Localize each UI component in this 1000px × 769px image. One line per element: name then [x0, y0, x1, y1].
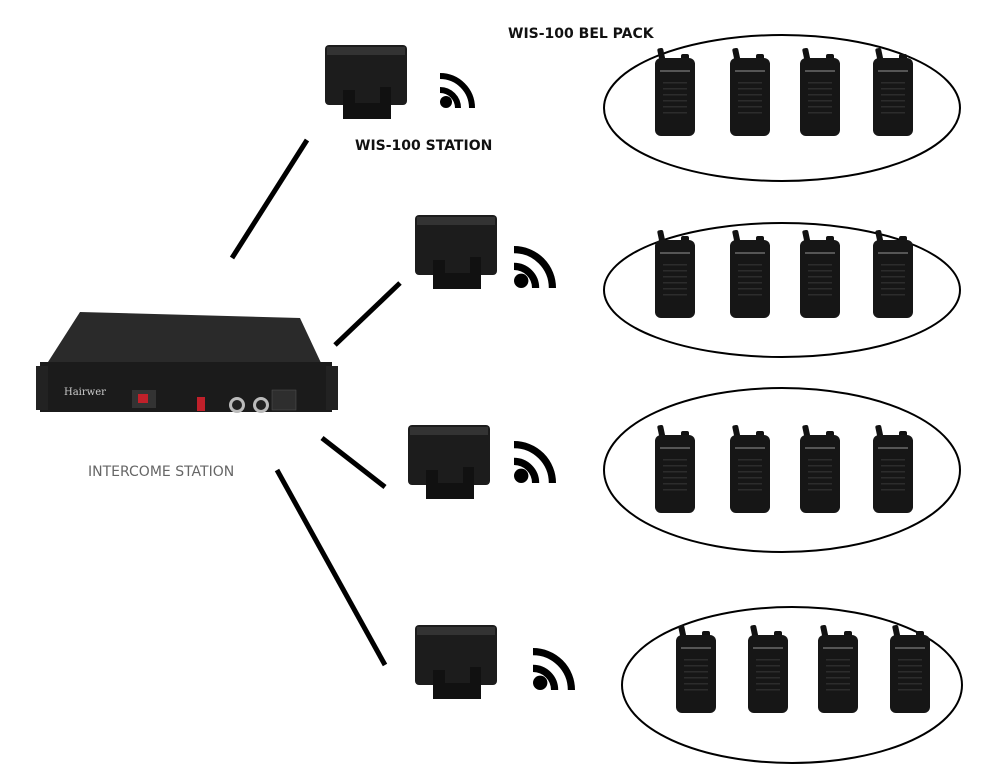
wis-100-belpack [730, 229, 770, 318]
wireless-signal-icon [513, 245, 557, 289]
wis-100-belpack [873, 47, 913, 136]
belpack-group-ellipse [603, 387, 961, 553]
station-label: WIS-100 STATION [355, 138, 492, 154]
intercom-station-device: Hairwer [36, 312, 338, 413]
wis-100-belpack [676, 624, 716, 713]
wireless-signal-icon [439, 73, 475, 109]
wis-100-belpack [730, 47, 770, 136]
group-1 [325, 34, 961, 182]
wis-100-belpack [873, 424, 913, 513]
wis-100-belpack [655, 424, 695, 513]
connection-line-4 [274, 468, 388, 667]
wireless-signal-icon [513, 440, 557, 484]
wis-100-station-device [415, 625, 497, 699]
wis-100-belpack [800, 424, 840, 513]
belpack-label: WIS-100 BEL PACK [508, 26, 655, 42]
wis-100-belpack [730, 424, 770, 513]
wis-100-belpack [800, 229, 840, 318]
wis-100-belpack [800, 47, 840, 136]
wireless-signal-icon [532, 647, 576, 691]
wis-100-belpack [890, 624, 930, 713]
belpack-group-ellipse [603, 34, 961, 182]
group-3 [408, 387, 961, 553]
group-2 [415, 215, 961, 358]
connection-line-3 [320, 436, 387, 489]
wis-100-belpack [748, 624, 788, 713]
connection-line-1 [229, 138, 310, 260]
connection-lines [229, 138, 402, 667]
connection-line-2 [333, 281, 402, 347]
wis-100-station-device [408, 425, 490, 499]
wis-100-belpack [818, 624, 858, 713]
belpack-group-ellipse [621, 606, 963, 764]
power-button [138, 394, 148, 403]
brand-logo: Hairwer [64, 387, 106, 398]
group-4 [415, 606, 963, 764]
wis-100-belpack [655, 229, 695, 318]
intercom-station-label: INTERCOME STATION [88, 464, 234, 480]
wis-100-belpack [655, 47, 695, 136]
belpack-group-ellipse [603, 222, 961, 358]
wis-100-station-device [325, 45, 407, 119]
wis-100-belpack [873, 229, 913, 318]
wis-100-station-device [415, 215, 497, 289]
